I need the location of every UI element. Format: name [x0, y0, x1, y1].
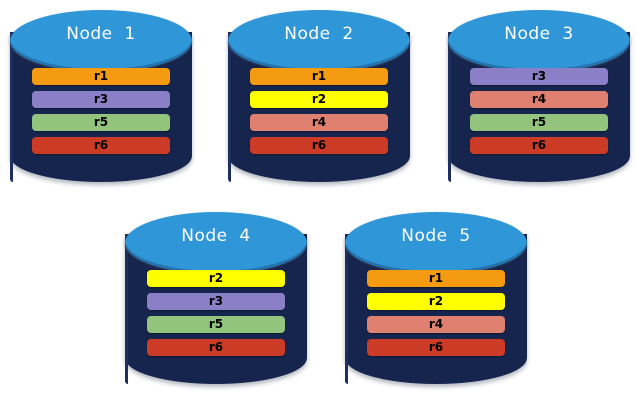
node-body-highlight [228, 32, 231, 182]
replica-bar[interactable]: r6 [470, 137, 608, 154]
node-cylinder-1[interactable]: Node 1 r1 r3 r5 r6 [10, 10, 192, 192]
replica-list: r2 r3 r5 r6 [147, 270, 285, 356]
replica-bar[interactable]: r3 [147, 293, 285, 310]
node-top-ellipse [448, 10, 630, 72]
node-cylinder-4[interactable]: Node 4 r2 r3 r5 r6 [125, 212, 307, 394]
node-label: Node 2 [284, 24, 354, 44]
replica-bar[interactable]: r6 [32, 137, 170, 154]
node-top-ellipse [10, 10, 192, 72]
replica-bar[interactable]: r3 [32, 91, 170, 108]
node-label: Node 1 [66, 24, 136, 44]
node-top-ellipse [228, 10, 410, 72]
replica-bar[interactable]: r6 [250, 137, 388, 154]
replica-bar[interactable]: r2 [250, 91, 388, 108]
replica-bar[interactable]: r6 [367, 339, 505, 356]
replica-list: r3 r4 r5 r6 [470, 68, 608, 154]
node-cylinder-2[interactable]: Node 2 r1 r2 r4 r6 [228, 10, 410, 192]
replica-bar[interactable]: r2 [367, 293, 505, 310]
node-top-ellipse [125, 212, 307, 274]
node-label: Node 4 [181, 226, 251, 246]
node-body-highlight [448, 32, 451, 182]
replica-bar[interactable]: r6 [147, 339, 285, 356]
node-cylinder-5[interactable]: Node 5 r1 r2 r4 r6 [345, 212, 527, 394]
node-cylinder-3[interactable]: Node 3 r3 r4 r5 r6 [448, 10, 630, 192]
replica-bar[interactable]: r2 [147, 270, 285, 287]
node-label: Node 3 [504, 24, 574, 44]
replica-bar[interactable]: r1 [32, 68, 170, 85]
replica-bar[interactable]: r5 [32, 114, 170, 131]
replica-list: r1 r2 r4 r6 [367, 270, 505, 356]
node-body-highlight [10, 32, 13, 182]
node-top-ellipse [345, 212, 527, 274]
replica-bar[interactable]: r4 [367, 316, 505, 333]
node-label: Node 5 [401, 226, 471, 246]
replica-bar[interactable]: r3 [470, 68, 608, 85]
replica-list: r1 r3 r5 r6 [32, 68, 170, 154]
replica-bar[interactable]: r4 [250, 114, 388, 131]
replica-bar[interactable]: r1 [367, 270, 505, 287]
node-body-highlight [125, 234, 128, 384]
replica-list: r1 r2 r4 r6 [250, 68, 388, 154]
node-body-highlight [345, 234, 348, 384]
replica-bar[interactable]: r5 [470, 114, 608, 131]
replica-bar[interactable]: r4 [470, 91, 608, 108]
replica-bar[interactable]: r1 [250, 68, 388, 85]
replica-bar[interactable]: r5 [147, 316, 285, 333]
